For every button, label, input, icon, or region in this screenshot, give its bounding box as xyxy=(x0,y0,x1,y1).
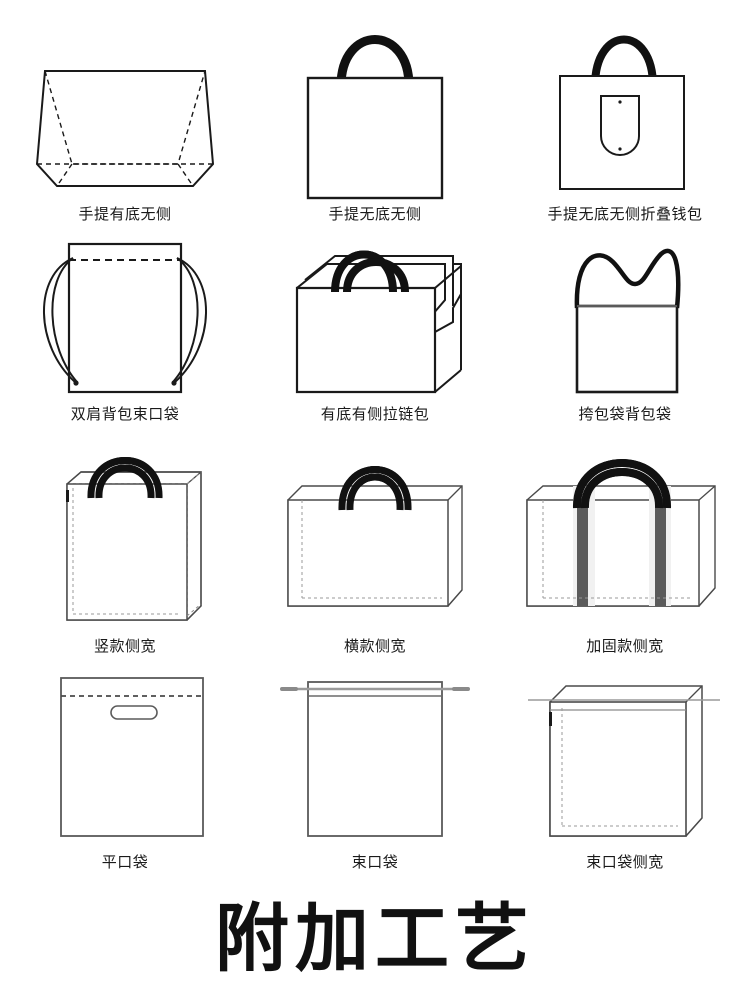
catalog-item-bottom-gusset-zipper-bag[interactable]: 有底有侧拉链包 xyxy=(250,222,500,422)
catalog-item-horizontal-gusset[interactable]: 横款侧宽 xyxy=(250,422,500,654)
catalog-item-drawstring-bag-gusset[interactable]: 束口袋侧宽 xyxy=(500,654,750,870)
catalog-item-shoulder-bag-backpack[interactable]: 挎包袋背包袋 xyxy=(500,222,750,422)
catalog-item-label: 平口袋 xyxy=(101,852,149,871)
page-title: 附加工艺 xyxy=(215,896,535,982)
drawstring-backpack-icon xyxy=(0,236,250,404)
catalog-item-label: 束口袋侧宽 xyxy=(586,852,664,871)
drawstring-flat-bag-icon xyxy=(250,668,500,850)
footer-banner: 附加工艺 xyxy=(0,900,750,978)
catalog-item-tote-no-bottom-no-gusset[interactable]: 手提无底无侧 xyxy=(250,0,500,222)
catalog-item-vertical-gusset[interactable]: 竖款侧宽 xyxy=(0,422,250,654)
horizontal-box-tote-icon xyxy=(250,438,500,634)
catalog-item-label: 手提无底无侧 xyxy=(328,204,422,223)
reinforced-box-tote-icon xyxy=(500,438,750,634)
catalog-row: 手提有底无侧 手提无底无侧 xyxy=(0,0,750,222)
catalog-item-label: 束口袋 xyxy=(351,852,399,871)
drawstring-box-bag-icon xyxy=(500,668,750,850)
catalog-item-label: 双肩背包束口袋 xyxy=(70,404,180,423)
die-cut-handle-bag-icon xyxy=(0,668,250,850)
catalog-item-tote-no-bottom-no-gusset-folding-pouch[interactable]: 手提无底无侧折叠钱包 xyxy=(500,0,750,222)
zipper-box-bag-icon xyxy=(250,236,500,404)
tote-bag-trapezoid-icon xyxy=(0,12,250,202)
catalog-row: 竖款侧宽 横款侧宽 xyxy=(0,422,750,654)
catalog-item-label: 横款侧宽 xyxy=(343,636,406,655)
catalog-item-reinforced-gusset[interactable]: 加固款侧宽 xyxy=(500,422,750,654)
catalog-item-label: 手提有底无侧 xyxy=(78,204,172,223)
vertical-box-tote-icon xyxy=(0,438,250,634)
bag-style-grid: 手提有底无侧 手提无底无侧 xyxy=(0,0,750,870)
tote-bag-folding-pouch-icon xyxy=(500,12,750,202)
catalog-item-tote-with-bottom-no-gusset[interactable]: 手提有底无侧 xyxy=(0,0,250,222)
catalog-item-backpack-drawstring[interactable]: 双肩背包束口袋 xyxy=(0,222,250,422)
catalog-item-label: 手提无底无侧折叠钱包 xyxy=(547,204,703,223)
shoulder-strap-bag-icon xyxy=(500,236,750,404)
catalog-row: 平口袋 束口袋 xyxy=(0,654,750,870)
tote-bag-flat-icon xyxy=(250,12,500,202)
catalog-item-label: 竖款侧宽 xyxy=(93,636,156,655)
catalog-item-label: 挎包袋背包袋 xyxy=(578,404,672,423)
catalog-item-label: 加固款侧宽 xyxy=(586,636,664,655)
catalog-row: 双肩背包束口袋 有底有侧拉链包 xyxy=(0,222,750,422)
catalog-item-flat-mouth-bag[interactable]: 平口袋 xyxy=(0,654,250,870)
catalog-item-drawstring-bag[interactable]: 束口袋 xyxy=(250,654,500,870)
catalog-item-label: 有底有侧拉链包 xyxy=(320,404,430,423)
